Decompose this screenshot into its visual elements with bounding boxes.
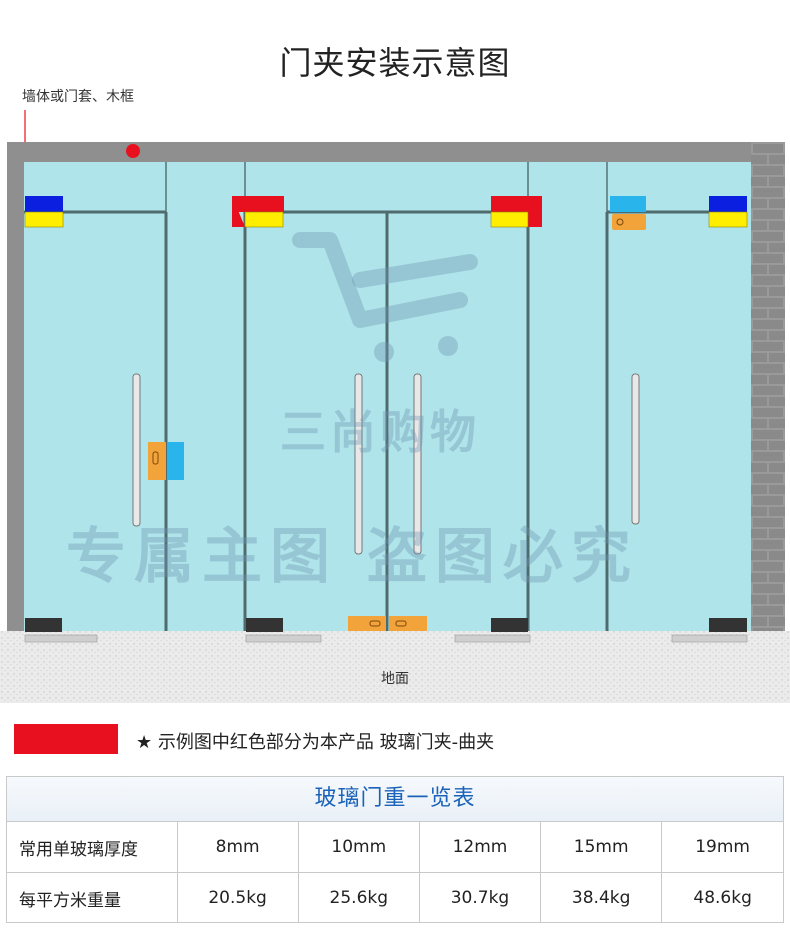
floor (0, 631, 790, 703)
curved-clamp-red-right (490, 196, 542, 228)
table-cell: 30.7kg (419, 872, 542, 923)
table-cell: 48.6kg (661, 872, 783, 923)
row-label-thickness: 常用单玻璃厚度 (7, 822, 178, 873)
table-cell: 19mm (695, 837, 750, 857)
door-weight-table: 玻璃门重一览表 常用单玻璃厚度 8mm 10mm 12mm 15mm 19mm … (6, 776, 784, 923)
wall-top (7, 142, 753, 162)
top-clamp-right-inner (610, 196, 646, 230)
wall-annotation: 墙体或门套、木框 (22, 89, 134, 105)
top-clamp-left (24, 196, 64, 228)
side-lock (148, 442, 184, 480)
door-clamp-diagram (0, 110, 790, 703)
legend-red-swatch (14, 724, 118, 754)
table-heading: 玻璃门重一览表 (7, 777, 783, 822)
row-label-weight: 每平方米重量 (7, 872, 178, 923)
table-cell: 20.5kg (177, 872, 299, 923)
top-clamp-right (708, 196, 748, 228)
curved-clamp-red-left (232, 196, 284, 228)
table-cell: 12mm (419, 822, 542, 873)
annotation-dot (126, 144, 140, 158)
page-title: 门夹安装示意图 (279, 44, 511, 82)
table-row: 每平方米重量 20.5kg 25.6kg 30.7kg 38.4kg 48.6k… (7, 872, 783, 923)
table-cell: 38.4kg (540, 872, 663, 923)
door-handles (132, 373, 640, 555)
legend-text: ★ 示例图中红色部分为本产品 玻璃门夹-曲夹 (136, 732, 495, 753)
floor-springs (24, 618, 748, 643)
bottom-lock (348, 616, 427, 631)
table-cell: 8mm (177, 822, 299, 873)
wall-left (7, 142, 24, 632)
table-cell: 15mm (540, 822, 663, 873)
ground-label: 地面 (381, 671, 409, 687)
watermark-cart-icon (292, 232, 478, 362)
table-row: 常用单玻璃厚度 8mm 10mm 12mm 15mm 19mm (7, 822, 783, 873)
table-cell: 10mm (298, 822, 420, 873)
table-cell: 25.6kg (298, 872, 420, 923)
brick-wall-right (751, 142, 785, 632)
